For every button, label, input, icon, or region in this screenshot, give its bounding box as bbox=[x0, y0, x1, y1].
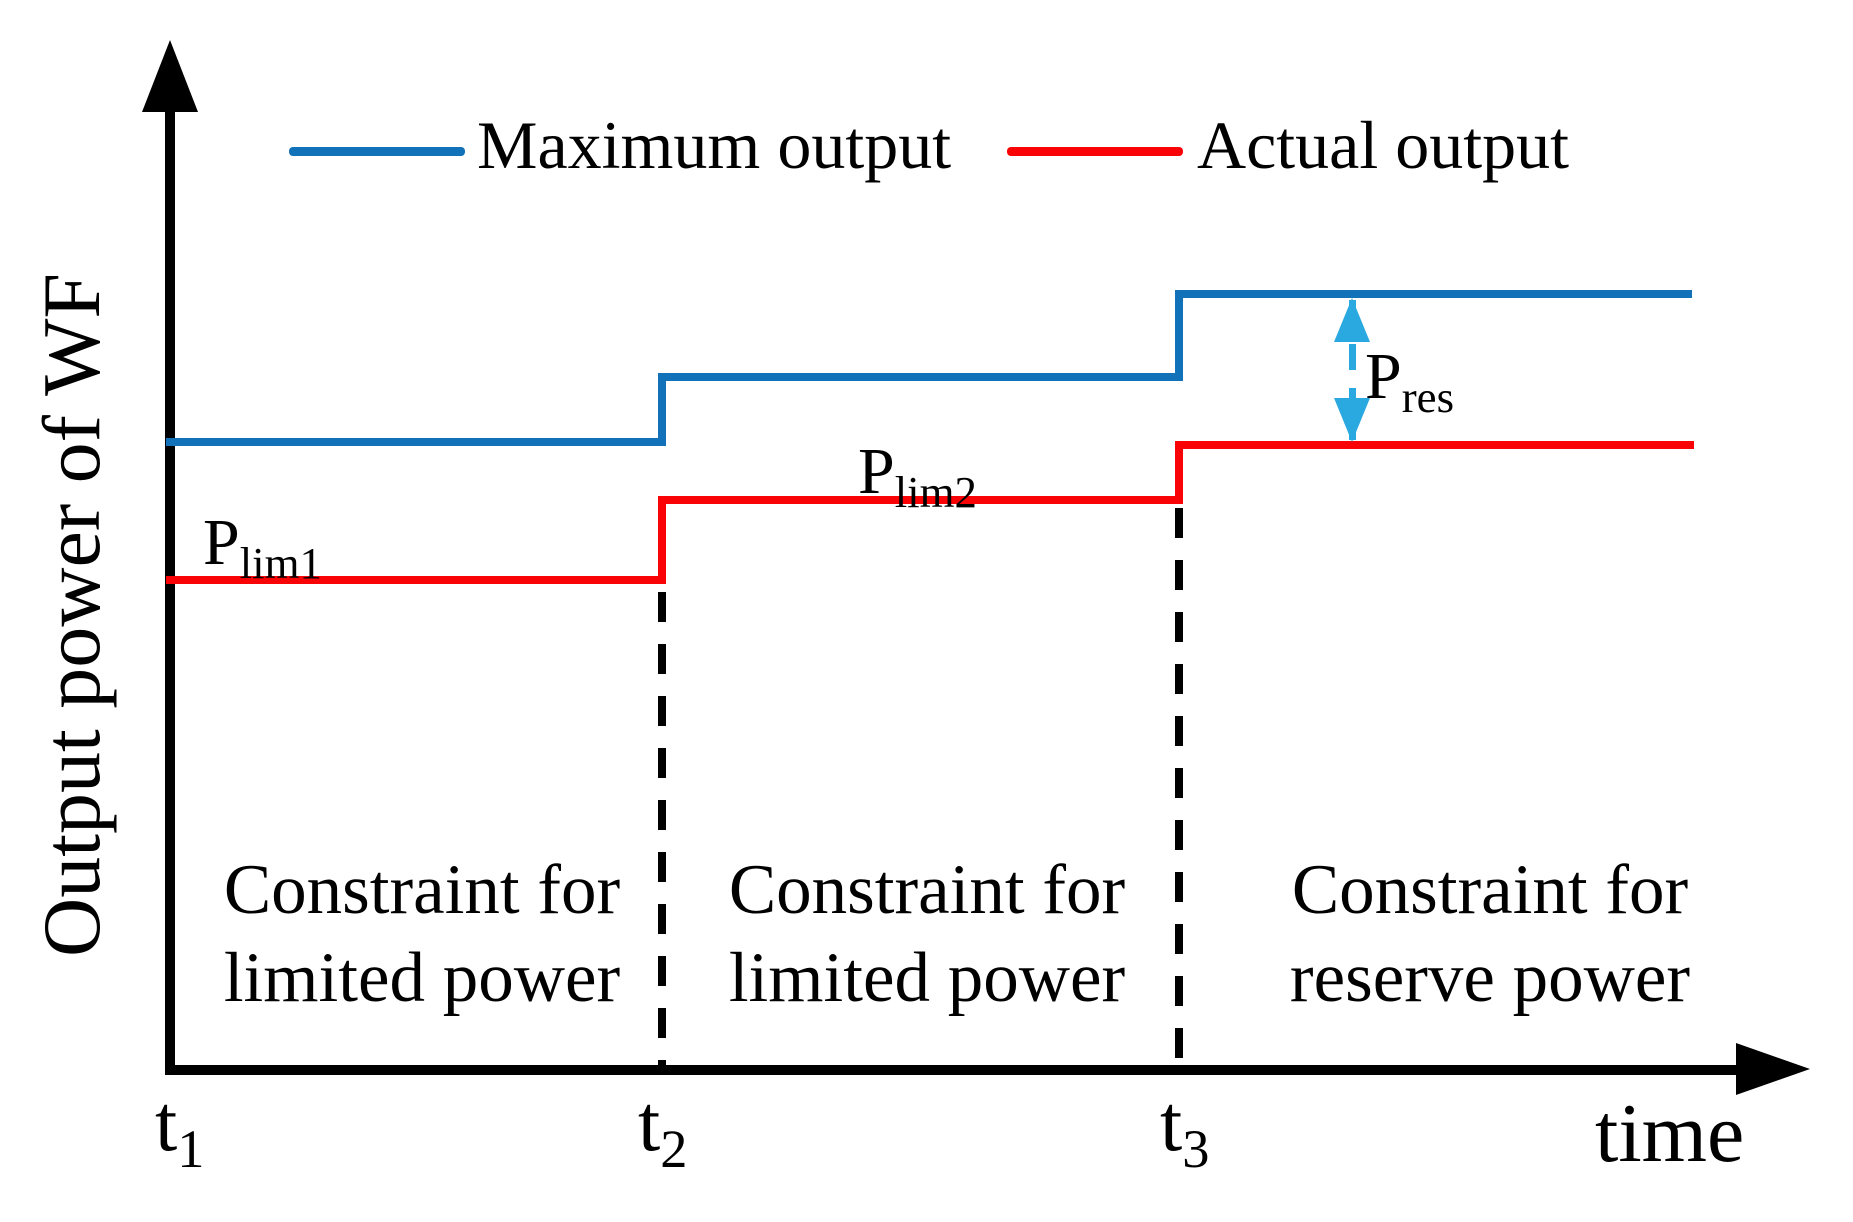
region-caption-2: Constraint for limited power bbox=[729, 846, 1125, 1022]
region-1-line-1: Constraint for bbox=[223, 851, 621, 929]
x-axis-title: time bbox=[1595, 1087, 1745, 1180]
region-1-line-2: limited power bbox=[223, 939, 621, 1017]
legend-actual-label: Actual output bbox=[1197, 107, 1570, 183]
series-segment-maximum-output bbox=[1175, 290, 1692, 298]
y-axis-line bbox=[165, 70, 175, 1070]
t2-base: t bbox=[638, 1080, 661, 1168]
p-lim1-sub: lim1 bbox=[239, 538, 322, 589]
t3-base: t bbox=[1160, 1080, 1183, 1168]
t2-sub: 2 bbox=[660, 1119, 688, 1179]
series-segment-actual-output bbox=[1175, 441, 1694, 449]
event-dashed-line-t2 bbox=[658, 592, 666, 1065]
series-segment-actual-output bbox=[166, 576, 666, 584]
p-lim2-base: P bbox=[858, 435, 895, 508]
region-caption-1: Constraint for limited power bbox=[224, 846, 620, 1022]
x-axis-line bbox=[165, 1065, 1740, 1075]
series-segment-maximum-output bbox=[166, 438, 666, 446]
x-axis-arrowhead-icon bbox=[1736, 1043, 1810, 1095]
x-tick-t3: t3 bbox=[1160, 1079, 1209, 1176]
region-caption-3: Constraint for reserve power bbox=[1290, 846, 1690, 1022]
series-segment-actual-output bbox=[658, 496, 666, 584]
series-segment-actual-output bbox=[1175, 441, 1183, 504]
series-segment-actual-output bbox=[658, 496, 1183, 504]
series-segment-maximum-output bbox=[1175, 290, 1183, 381]
reserve-arrow-shaft bbox=[1349, 300, 1356, 440]
event-dashed-line-t3 bbox=[1175, 508, 1183, 1065]
region-2-line-1: Constraint for bbox=[728, 851, 1126, 929]
p-res-label: Pres bbox=[1365, 339, 1454, 420]
p-res-sub: res bbox=[1401, 372, 1455, 423]
p-lim2-label: Plim2 bbox=[858, 434, 977, 515]
p-res-base: P bbox=[1365, 340, 1402, 413]
legend-actual-swatch bbox=[1007, 147, 1183, 156]
p-lim1-base: P bbox=[203, 506, 240, 579]
x-tick-t2: t2 bbox=[638, 1079, 687, 1176]
series-segment-maximum-output bbox=[658, 373, 1183, 381]
region-2-line-2: limited power bbox=[728, 939, 1126, 1017]
legend-maximum-label: Maximum output bbox=[477, 107, 952, 183]
y-axis-arrowhead-icon bbox=[142, 40, 198, 112]
legend-maximum-swatch bbox=[289, 147, 465, 156]
reserve-arrow-down-icon bbox=[1334, 398, 1370, 442]
p-lim2-sub: lim2 bbox=[894, 467, 977, 518]
t1-base: t bbox=[155, 1080, 178, 1168]
region-3-line-2: reserve power bbox=[1289, 939, 1691, 1017]
y-axis-title: Output power of WF bbox=[26, 272, 117, 958]
reserve-arrow-up-icon bbox=[1334, 298, 1370, 342]
t1-sub: 1 bbox=[177, 1119, 205, 1179]
x-tick-t1: t1 bbox=[155, 1079, 204, 1176]
p-lim1-label: Plim1 bbox=[203, 505, 322, 586]
t3-sub: 3 bbox=[1182, 1119, 1210, 1179]
region-3-line-1: Constraint for bbox=[1291, 851, 1689, 929]
series-segment-maximum-output bbox=[658, 373, 666, 446]
